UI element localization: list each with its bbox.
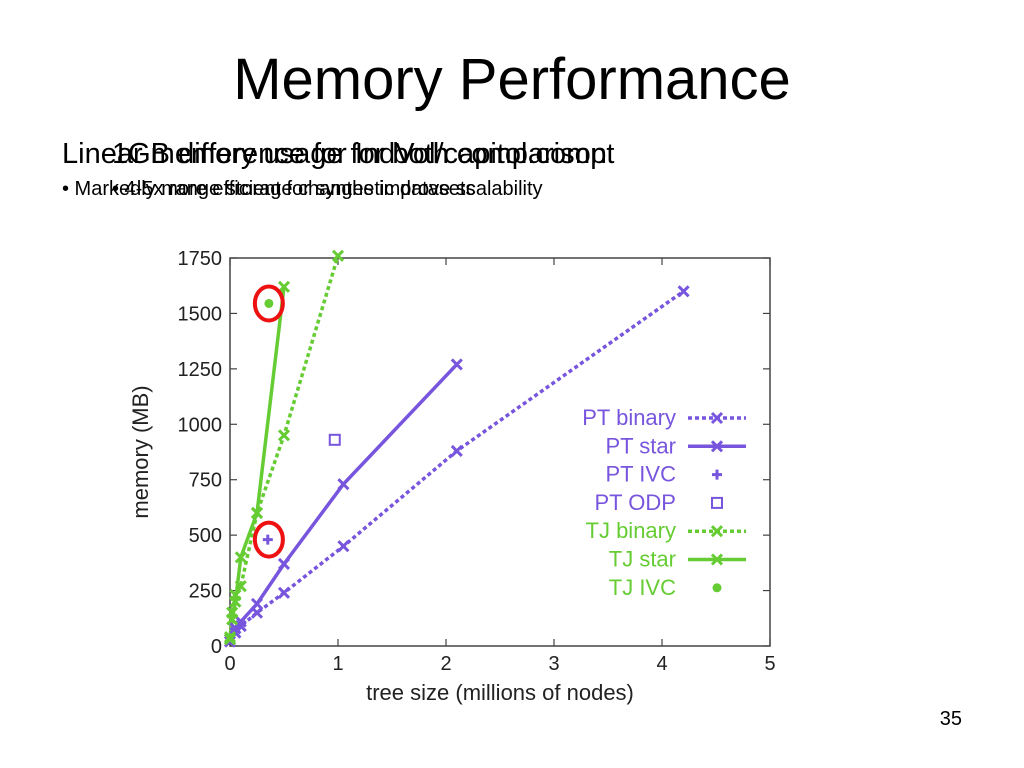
- y-tick-label: 500: [189, 525, 222, 547]
- legend-marker-pt-odp: [711, 496, 723, 509]
- point-tj-star: [234, 551, 247, 564]
- legend-label-tj-binary: TJ binary: [586, 518, 676, 543]
- y-tick-label: 1250: [178, 359, 223, 381]
- point-tj-binary: [331, 249, 345, 262]
- point-pt-binary: [277, 586, 291, 599]
- point-tj-binary: [277, 429, 291, 442]
- point-pt-ivc: [262, 534, 273, 545]
- point-tj-star: [226, 613, 239, 626]
- point-pt-star: [277, 557, 291, 571]
- legend-label-tj-ivc: TJ IVC: [609, 575, 676, 600]
- point-pt-star: [337, 478, 350, 491]
- x-tick-label: 2: [440, 653, 451, 675]
- x-axis-label: tree size (millions of nodes): [366, 680, 634, 705]
- point-tj-ivc: [264, 298, 274, 308]
- bullet-line-b2: • 4-5x range storage changes improve sca…: [112, 178, 543, 200]
- point-tj-star: [277, 280, 291, 293]
- x-tick-label: 4: [656, 653, 667, 675]
- point-pt-binary: [450, 444, 463, 457]
- plot-frame: [229, 257, 771, 647]
- legend-marker-pt-star: [710, 440, 724, 453]
- point-pt-binary: [677, 285, 690, 298]
- series-line-pt-star: [228, 363, 459, 641]
- overlapping-text-block-a: Linear memory usage for both comparison …: [62, 136, 607, 202]
- y-axis-label: memory (MB): [128, 385, 153, 518]
- legend-label-pt-binary: PT binary: [582, 405, 676, 430]
- legend-marker-tj-binary: [710, 525, 724, 538]
- legend-marker-tj-star: [710, 553, 724, 566]
- point-pt-star: [234, 615, 247, 628]
- x-tick-label: 5: [764, 653, 775, 675]
- slide-title: Memory Performance: [233, 47, 791, 112]
- point-tj-star: [223, 631, 237, 644]
- legend-marker-pt-binary: [710, 411, 724, 425]
- point-tj-star: [229, 595, 242, 608]
- overlapping-text-block-b: 1GB difference for IndVol/capitol.compt …: [112, 136, 614, 202]
- legend-label-tj-star: TJ star: [609, 547, 676, 572]
- y-tick-label: 250: [189, 581, 222, 603]
- bullet-line-a1: Linear memory usage for both comparison: [62, 138, 607, 170]
- bullet-line-b1: 1GB difference for IndVol/capitol.compt: [112, 138, 615, 170]
- bullet-line-a2: • Markedly more efficient for synthetic …: [62, 178, 476, 200]
- point-tj-binary: [223, 633, 237, 646]
- x-tick-label: 0: [224, 653, 235, 675]
- legend-marker-pt-ivc: [712, 469, 722, 480]
- legend-label-pt-star: PT star: [605, 433, 676, 458]
- point-pt-binary: [223, 635, 237, 648]
- point-pt-star: [250, 597, 264, 610]
- legend-label-pt-odp: PT ODP: [594, 490, 676, 515]
- series-line-pt-binary: [228, 289, 685, 643]
- point-tj-star: [250, 506, 264, 520]
- y-tick-label: 1500: [178, 303, 223, 325]
- y-tick-label: 0: [211, 636, 222, 658]
- y-tick-label: 750: [189, 470, 222, 492]
- legend-label-pt-ivc: PT IVC: [605, 462, 676, 487]
- legend-marker-tj-ivc: [712, 583, 722, 593]
- highlight-circle: [252, 284, 285, 323]
- x-tick-label: 3: [548, 653, 559, 675]
- slide-number: 35: [939, 708, 962, 730]
- series-line-tj-star: [228, 286, 286, 638]
- x-tick-label: 1: [332, 653, 343, 675]
- point-tj-binary: [234, 580, 247, 593]
- y-tick-label: 1000: [178, 414, 223, 436]
- point-pt-star: [450, 358, 463, 371]
- highlight-circle: [252, 520, 285, 559]
- point-pt-odp: [328, 433, 341, 446]
- point-pt-binary: [337, 540, 350, 553]
- y-tick-label: 1750: [178, 248, 223, 270]
- point-pt-binary: [250, 606, 264, 619]
